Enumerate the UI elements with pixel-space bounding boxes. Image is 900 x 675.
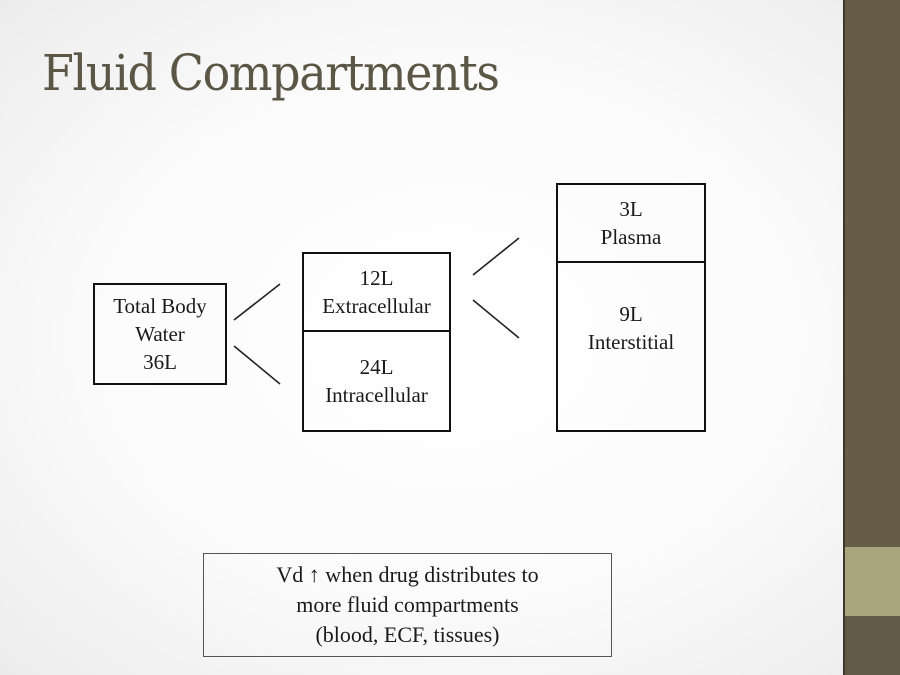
- tbw-volume: 36L: [143, 350, 177, 374]
- connector-tbw-to-ecf: [233, 283, 281, 321]
- plasma-volume: 3L: [619, 197, 643, 221]
- connector-ecf-to-interstitial: [472, 299, 520, 339]
- note-line1: Vd ↑ when drug distributes to: [276, 562, 539, 587]
- intracellular-label: Intracellular: [325, 383, 428, 407]
- ecf-icf-box: 12L Extracellular 24L Intracellular: [302, 252, 451, 432]
- ecf-icf-divider: [304, 330, 449, 332]
- intracellular-volume: 24L: [359, 355, 394, 379]
- connector-ecf-to-plasma: [472, 237, 520, 276]
- interstitial-volume: 9L: [619, 302, 643, 326]
- plasma-label: Plasma: [600, 225, 662, 249]
- plasma-cell: 3L Plasma: [558, 185, 704, 261]
- interstitial-label: Interstitial: [587, 330, 675, 354]
- plasma-interstitial-divider: [558, 261, 704, 263]
- connector-tbw-to-icf: [233, 345, 281, 385]
- extracellular-label: Extracellular: [322, 294, 431, 318]
- tbw-label-line2: Water: [135, 322, 185, 346]
- extracellular-cell: 12L Extracellular: [304, 254, 449, 330]
- note-line2: more fluid compartments: [296, 592, 519, 617]
- sidebar-bottom-band: [845, 616, 900, 675]
- slide-title: Fluid Compartments: [42, 44, 500, 102]
- note-line3: (blood, ECF, tissues): [315, 622, 500, 647]
- total-body-water-box: Total Body Water 36L: [93, 283, 227, 385]
- interstitial-cell: 9L Interstitial: [558, 263, 704, 393]
- intracellular-cell: 24L Intracellular: [304, 332, 449, 430]
- slide: Fluid Compartments Total Body Water 36L …: [42, 44, 706, 657]
- vd-note-box: Vd ↑ when drug distributes to more fluid…: [203, 553, 612, 657]
- extracellular-volume: 12L: [359, 266, 394, 290]
- tbw-label-line1: Total Body: [113, 294, 207, 318]
- plasma-interstitial-box: 3L Plasma 9L Interstitial: [556, 183, 706, 432]
- decorative-sidebar: [843, 0, 900, 675]
- sidebar-accent-band: [845, 547, 900, 616]
